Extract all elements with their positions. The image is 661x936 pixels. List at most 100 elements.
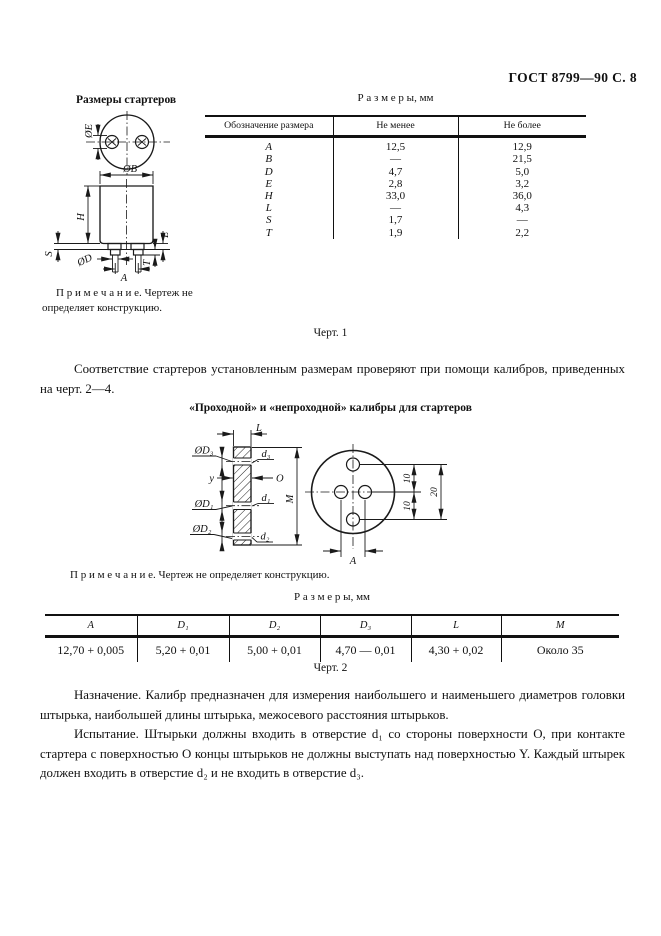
intro-paragraph: Соответствие стартеров установленным раз… [40, 362, 625, 396]
gauge-face-view: 10 10 20 A [305, 444, 447, 567]
cell-min: 1,9 [332, 226, 458, 239]
dim-label-oe: ØE [84, 123, 95, 139]
intro-paragraph-block: Соответствие стартеров установленным раз… [40, 360, 625, 399]
cell: 4,30 + 0,02 [410, 636, 501, 662]
header-cell: D₃ [319, 615, 411, 638]
cell: Около 35 [500, 636, 619, 662]
cell: 4,70 — 0,01 [319, 636, 411, 662]
table-header-row: A D₁ D₂ D₃ L M [45, 615, 619, 638]
cell-max: 3,2 [457, 177, 586, 191]
cell-max: 21,5 [457, 153, 586, 166]
starter-side-view: ØB H L T S [44, 164, 171, 284]
cell-max: 36,0 [457, 190, 586, 203]
gauge-drawing: L M y O ØD₃ ØD₁ ØD₂ [190, 423, 447, 567]
standard-number-header: ГОСТ 8799—90 С. 8 [508, 70, 637, 85]
dim-label-s: S [44, 251, 55, 257]
fig2-note: П р и м е ч а н и е. Чертеж не определяе… [70, 569, 630, 581]
cell: 5,00 + 0,01 [228, 636, 320, 662]
dim-label-10-top: 10 [403, 474, 413, 484]
table-row: S 1,7— [205, 214, 586, 227]
test-paragraph: Испытание. Штырьки должны входить в отве… [40, 727, 625, 781]
bottom-paragraphs: Назначение. Калибр предназначен для изме… [40, 686, 625, 784]
cell-max: 4,3 [457, 202, 586, 215]
cell-min: 4,7 [332, 165, 458, 178]
note-label: П р и м е ч а н и е. [70, 569, 156, 581]
note-text: Чертеж не определяет конструкцию. [158, 569, 330, 581]
cell-max: — [457, 214, 586, 227]
header-cell-max: Не более [457, 116, 586, 139]
cell-min: — [332, 153, 458, 166]
cell-name: T [265, 226, 272, 239]
purpose-paragraph: Назначение. Калибр предназначен для изме… [40, 688, 625, 722]
dim-label-a2: A [349, 556, 357, 567]
starter-sizes-table: Обозначение размера Не менее Не более A 1… [205, 115, 586, 239]
starter-dimensions-drawing: ØE ØB H L [44, 111, 171, 284]
cell-min: — [332, 202, 458, 215]
cell-min: 2,8 [332, 177, 458, 191]
cell-name: B [265, 153, 273, 166]
dim-label-a: A [120, 273, 128, 284]
gauge-sizes-table: A D₁ D₂ D₃ L M 12,70 + 0,005 5,20 + 0,01… [45, 614, 619, 662]
dim-label-10-bottom: 10 [403, 501, 413, 511]
dim-label-ob: ØB [122, 164, 138, 175]
cell: 12,70 + 0,005 [57, 643, 125, 657]
table1-block: Р а з м е р ы, мм Обозначение размера Не… [205, 92, 586, 239]
header-cell: D₁ [136, 615, 229, 638]
header-cell-min: Не менее [332, 116, 458, 139]
fig2-caption: Черт. 2 [313, 662, 348, 674]
fig1-caption: Черт. 1 [313, 327, 348, 339]
dim-label-od1: ØD₁ [194, 499, 214, 510]
note-text: Чертеж не определяет конструкцию. [42, 287, 193, 315]
dim-label-od3: ØD₃ [194, 446, 214, 457]
cell-name: L [265, 202, 272, 215]
header-cell: A [45, 615, 137, 638]
table-row: L —4,3 [205, 202, 586, 215]
dim-label-d1: d₁ [262, 493, 271, 504]
dim-label-h: H [76, 212, 87, 222]
dim-label-od2: ØD₂ [192, 524, 212, 535]
dim-label-d2: d₂ [261, 532, 270, 543]
dim-label-d3: d₃ [262, 449, 271, 460]
table2-title: Р а з м е р ы, мм [293, 591, 370, 603]
cell-max: 2,2 [457, 226, 586, 239]
header-cell: D₂ [228, 615, 320, 638]
dim-label-t: T [142, 259, 153, 266]
cell-name: D [264, 165, 273, 178]
cell-min: 12,5 [332, 136, 458, 154]
cell-min: 33,0 [332, 190, 458, 203]
cell-name: A [265, 141, 273, 154]
gauge-section-view: L M y O ØD₃ ØD₁ ØD₂ [190, 423, 302, 552]
cell-max: 5,0 [457, 165, 586, 178]
table1-title: Р а з м е р ы, мм [357, 92, 434, 104]
cell-min: 1,7 [332, 214, 458, 227]
note-label: П р и м е ч а н и е. [56, 287, 142, 299]
header-cell: L [410, 615, 501, 638]
dim-label-m: M [285, 493, 296, 504]
fig2-heading: «Проходной» и «непроходной» калибры для … [189, 402, 472, 414]
table-row: B —21,5 [205, 153, 586, 166]
starter-top-view: ØE [84, 111, 170, 175]
header-cell: M [500, 615, 619, 638]
table-header-row: Обозначение размера Не менее Не более [205, 116, 586, 139]
cell-name: S [266, 214, 272, 227]
table2-block: Р а з м е р ы, мм A D₁ D₂ D₃ L M 12,70 +… [45, 591, 619, 662]
dim-label-20: 20 [430, 487, 440, 497]
dim-label-y: y [208, 474, 214, 485]
cell-name: E [265, 177, 273, 190]
dim-label-l: L [160, 232, 171, 239]
dim-label-l2: L [255, 423, 262, 434]
cell: 5,20 + 0,01 [136, 636, 229, 662]
table-row: 12,70 + 0,005 5,20 + 0,01 5,00 + 0,01 4,… [45, 636, 619, 662]
cell-max: 12,9 [457, 136, 586, 154]
dim-label-od: ØD [75, 252, 95, 269]
header-cell-designation: Обозначение размера [205, 116, 333, 139]
dim-label-o: O [276, 474, 284, 485]
cell-name: H [264, 190, 273, 203]
fig1-note: П р и м е ч а н и е. Чертеж не определяе… [42, 286, 222, 317]
